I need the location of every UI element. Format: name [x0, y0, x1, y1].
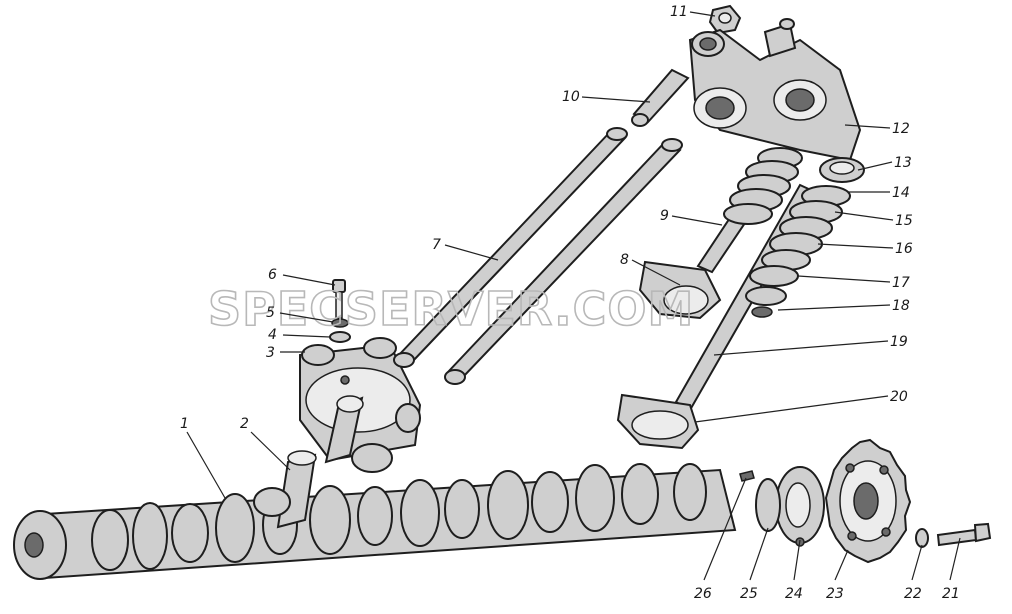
callout-15: 15	[895, 213, 913, 229]
camshaft	[13, 463, 737, 580]
tappet-guide-block	[299, 337, 422, 473]
callout-3: 3	[266, 345, 275, 361]
callout-5: 5	[266, 305, 275, 321]
callout-16: 16	[895, 241, 913, 257]
callout-17: 17	[892, 275, 910, 291]
gear-washer	[915, 528, 929, 548]
callout-12: 12	[892, 121, 910, 137]
callout-2: 2	[240, 416, 249, 432]
guide-bolt	[332, 279, 346, 319]
spacer-ring	[755, 478, 781, 532]
intake-valve	[616, 157, 865, 450]
callout-26: 26	[694, 586, 712, 602]
callout-11: 11	[670, 4, 688, 20]
callout-7: 7	[432, 237, 441, 253]
callout-1: 1	[180, 416, 189, 432]
callout-4: 4	[268, 327, 277, 343]
valve-spring-cap	[819, 157, 865, 183]
callout-25: 25	[740, 586, 758, 602]
valve-spring-left	[723, 147, 803, 225]
callout-24: 24	[785, 586, 803, 602]
callout-19: 19	[890, 334, 908, 350]
callout-18: 18	[892, 298, 910, 314]
watermark-text: SPECSERVER.COM	[208, 282, 694, 336]
callout-10: 10	[562, 89, 580, 105]
callout-9: 9	[660, 208, 669, 224]
callout-21: 21	[942, 586, 960, 602]
adjusting-screw	[631, 68, 690, 127]
thrust-flange	[775, 466, 825, 547]
callout-8: 8	[620, 252, 629, 268]
leader-lines	[186, 11, 961, 581]
gear-bolt	[936, 522, 992, 547]
callout-6: 6	[268, 267, 277, 283]
rocker-arm-assembly	[688, 18, 862, 162]
valve-spring-right	[761, 185, 851, 271]
callout-20: 20	[890, 389, 908, 405]
push-rod-left	[393, 127, 628, 368]
push-rod-right	[444, 138, 683, 385]
camshaft-gear	[824, 438, 912, 564]
callout-14: 14	[892, 185, 910, 201]
callout-22: 22	[904, 586, 922, 602]
callout-23: 23	[826, 586, 844, 602]
callout-labels: 1 2 3 4 5 6 7 8 9 10 11 12 13 14 15 16 1…	[180, 4, 960, 602]
valve-tappet	[253, 450, 317, 529]
exhaust-valve	[638, 147, 803, 320]
lock-nut	[708, 4, 742, 35]
woodruff-key	[739, 470, 755, 482]
lock-washer	[331, 318, 349, 328]
callout-13: 13	[894, 155, 912, 171]
